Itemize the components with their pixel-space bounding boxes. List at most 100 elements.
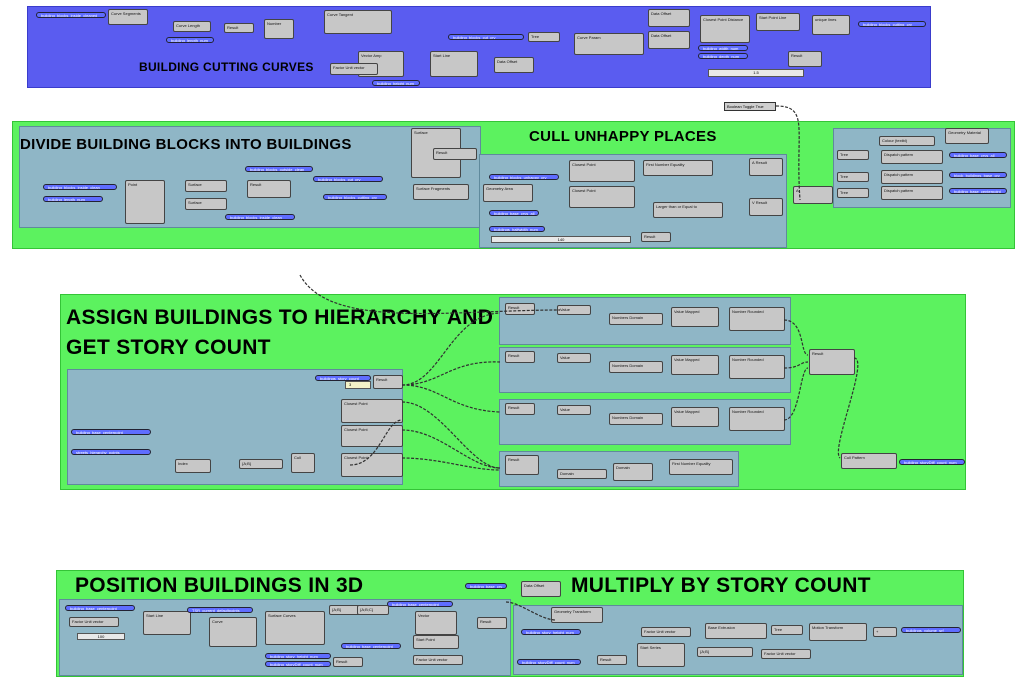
node-tree-1[interactable]: Tree bbox=[837, 150, 869, 160]
node-area[interactable]: Geometry Area bbox=[483, 184, 533, 202]
node-result-r2[interactable]: Result bbox=[505, 351, 535, 363]
node-segments[interactable]: Curve Segments bbox=[108, 9, 148, 25]
param-story-cnt2[interactable]: building_storyDiff_count_num bbox=[517, 659, 581, 665]
node-result-r3[interactable]: Result bbox=[505, 403, 535, 415]
node-gate[interactable]: A bbox=[793, 186, 833, 204]
node-move-2[interactable]: Motion Transform bbox=[809, 623, 867, 641]
param-blocks-cutting-2[interactable]: building_blocks_cutting_crv bbox=[323, 194, 387, 200]
group-divide-cull[interactable]: DIVIDE BUILDING BLOCKS INTO BUILDINGS CU… bbox=[12, 121, 1015, 249]
param-blocks-cutting[interactable]: building_blocks_cutting_crv bbox=[858, 21, 926, 27]
node-vector-pos[interactable]: Vector bbox=[415, 611, 457, 635]
param-stories-cnt[interactable]: buildings_story_count bbox=[315, 375, 371, 381]
node-equality[interactable]: First Number Equality bbox=[643, 160, 713, 176]
number-slider-1[interactable]: 1.5 bbox=[708, 69, 804, 77]
param-street-def[interactable]: TSR_current_defaultpoints bbox=[187, 607, 253, 613]
node-cp-h1[interactable]: Closest Point bbox=[341, 399, 403, 423]
node-deconstruct[interactable]: Point bbox=[125, 180, 165, 224]
node-data-offset-1[interactable]: Data Offset bbox=[494, 57, 534, 73]
node-extrusion[interactable]: Base Extrusion bbox=[705, 623, 767, 639]
node-result-r1[interactable]: Result bbox=[505, 303, 535, 315]
boolean-toggle[interactable]: Boolean Toggle True bbox=[724, 102, 776, 111]
node-value-r3[interactable]: Value bbox=[557, 405, 591, 415]
node-unique-lines[interactable]: unique lines bbox=[812, 15, 850, 35]
param-building-length-2[interactable]: building_length_num bbox=[43, 196, 103, 202]
param-blocks-cut-2[interactable]: building_blocks_cut_crv bbox=[313, 176, 383, 182]
param-story-h2[interactable]: building_story_height_num bbox=[521, 629, 581, 635]
node-remap-r3[interactable]: Value Mapped bbox=[671, 407, 719, 427]
node-unit-vector-pos2[interactable]: Factor Unit vector bbox=[413, 655, 463, 665]
node-result-pos[interactable]: Result bbox=[477, 617, 507, 629]
node-line-se[interactable]: Start Point Line bbox=[756, 13, 800, 31]
node-dispatch-3[interactable]: Dispatch pattern bbox=[881, 186, 943, 200]
param-base-out-2[interactable]: block_buildings_base_crv bbox=[949, 172, 1007, 178]
node-merge-final[interactable]: Result bbox=[809, 349, 855, 375]
param-outside-clean[interactable]: building_blocks_outside_clean bbox=[245, 166, 313, 172]
node-closest-point-c1[interactable]: Closest Point bbox=[569, 160, 635, 182]
node-line-se-pos[interactable]: Start Point bbox=[413, 635, 459, 649]
node-expression[interactable]: {A;B} bbox=[239, 459, 283, 469]
node-data-offset-3[interactable]: Data Offset bbox=[648, 31, 690, 49]
node-number[interactable]: Number bbox=[264, 19, 294, 39]
node-surface-1[interactable]: Surface bbox=[185, 180, 227, 192]
node-unit-vector-m2[interactable]: Factor Unit vector bbox=[761, 649, 811, 659]
node-tree-2[interactable]: Tree bbox=[837, 172, 869, 182]
node-data-offset-2[interactable]: Data Offset bbox=[648, 9, 690, 27]
node-result-hier[interactable]: Result bbox=[373, 375, 403, 389]
node-unit-vector[interactable]: Factor Unit vector bbox=[330, 63, 378, 75]
node-domain-r2[interactable]: Numbers Domain bbox=[609, 361, 663, 373]
number-slider-140[interactable]: 140 bbox=[491, 236, 631, 243]
param-story-height[interactable]: building_story_height_num bbox=[265, 653, 331, 659]
param-story-out[interactable]: building_storyDiff_count_num bbox=[899, 459, 965, 465]
node-result-div[interactable]: Result bbox=[433, 148, 477, 160]
param-base-centers[interactable]: building_base_centerpoint bbox=[71, 429, 151, 435]
node-expr-series[interactable]: {A;B} bbox=[697, 647, 753, 657]
node-expr-pos2[interactable]: {A;B;C} bbox=[357, 605, 389, 615]
node-round-r1[interactable]: Number Rounded bbox=[729, 307, 785, 331]
node-line-sdl[interactable]: Start Line bbox=[430, 51, 478, 77]
subgroup-divide[interactable] bbox=[19, 126, 481, 228]
param-blocks-inside-2[interactable]: building_blocks_inside_clean bbox=[43, 184, 117, 190]
param-blocks-inside-3[interactable]: building_blocks_inside_clean bbox=[225, 214, 295, 220]
node-data-offset-mult[interactable]: Data Offset bbox=[521, 581, 561, 597]
node-surface-2[interactable]: Surface bbox=[185, 198, 227, 210]
node-line-pos[interactable]: Start Line bbox=[143, 611, 191, 635]
node-closest-point-1[interactable]: Curve Tangent bbox=[324, 10, 392, 34]
node-result-2[interactable]: Result bbox=[788, 51, 822, 67]
node-tree-m[interactable]: Tree bbox=[771, 625, 803, 635]
param-pos-base[interactable]: building_base_centerpoint bbox=[65, 605, 135, 611]
node-round-r2[interactable]: Number Rounded bbox=[729, 355, 785, 379]
node-domain-r3[interactable]: Numbers Domain bbox=[609, 413, 663, 425]
node-merge-r4[interactable]: Result bbox=[505, 455, 539, 475]
node-result-cull[interactable]: Result bbox=[641, 232, 671, 242]
node-closest-point-c2[interactable]: Closest Point bbox=[569, 186, 635, 208]
param-pos-base2[interactable]: building_base_centerpoint bbox=[387, 601, 453, 607]
node-material[interactable]: Geometry Material bbox=[945, 128, 989, 144]
param-building-height[interactable]: building_height_num bbox=[372, 80, 420, 86]
node-gate-and[interactable]: A Result bbox=[749, 158, 783, 176]
node-cull-hier[interactable]: Cull bbox=[291, 453, 315, 473]
node-flatten[interactable]: + bbox=[873, 627, 897, 637]
node-fragments[interactable]: Surface Fragments bbox=[413, 184, 469, 200]
node-remap-r2[interactable]: Value Mapped bbox=[671, 355, 719, 375]
node-result-pos2[interactable]: Result bbox=[333, 657, 363, 667]
number-slider-100[interactable]: 100 bbox=[77, 633, 125, 640]
node-unit-vector-pos[interactable]: Factor Unit vector bbox=[69, 617, 119, 627]
node-domain-r1[interactable]: Numbers Domain bbox=[609, 313, 663, 325]
param-building-length[interactable]: building_length_num bbox=[166, 37, 214, 43]
node-colour[interactable]: Colour (textbl) bbox=[879, 136, 935, 146]
node-series-r4[interactable]: Domain bbox=[613, 463, 653, 481]
node-result-1[interactable]: Result bbox=[224, 23, 254, 33]
node-curve-pos[interactable]: Curve bbox=[209, 617, 257, 647]
param-story-diff[interactable]: building_storyDiff_count_num bbox=[265, 661, 331, 667]
node-tree[interactable]: Tree bbox=[528, 32, 560, 42]
node-closest-point-3[interactable]: Closest Point Distance bbox=[700, 15, 750, 43]
node-length[interactable]: Curve Length bbox=[173, 21, 211, 32]
node-gate-or[interactable]: V Result bbox=[749, 198, 783, 216]
node-closest-point-2[interactable]: Curve Param bbox=[574, 33, 644, 55]
param-blocks-cut[interactable]: building_blocks_cut_crv bbox=[448, 34, 524, 40]
node-remap-r1[interactable]: Value Mapped bbox=[671, 307, 719, 327]
node-move-1[interactable]: Geometry Transform bbox=[551, 607, 603, 623]
node-surface-pos[interactable]: Surface Curves bbox=[265, 611, 325, 645]
param-points-hier[interactable]: streets_hierarchy_points bbox=[71, 449, 151, 455]
node-result-m[interactable]: Result bbox=[597, 655, 627, 665]
